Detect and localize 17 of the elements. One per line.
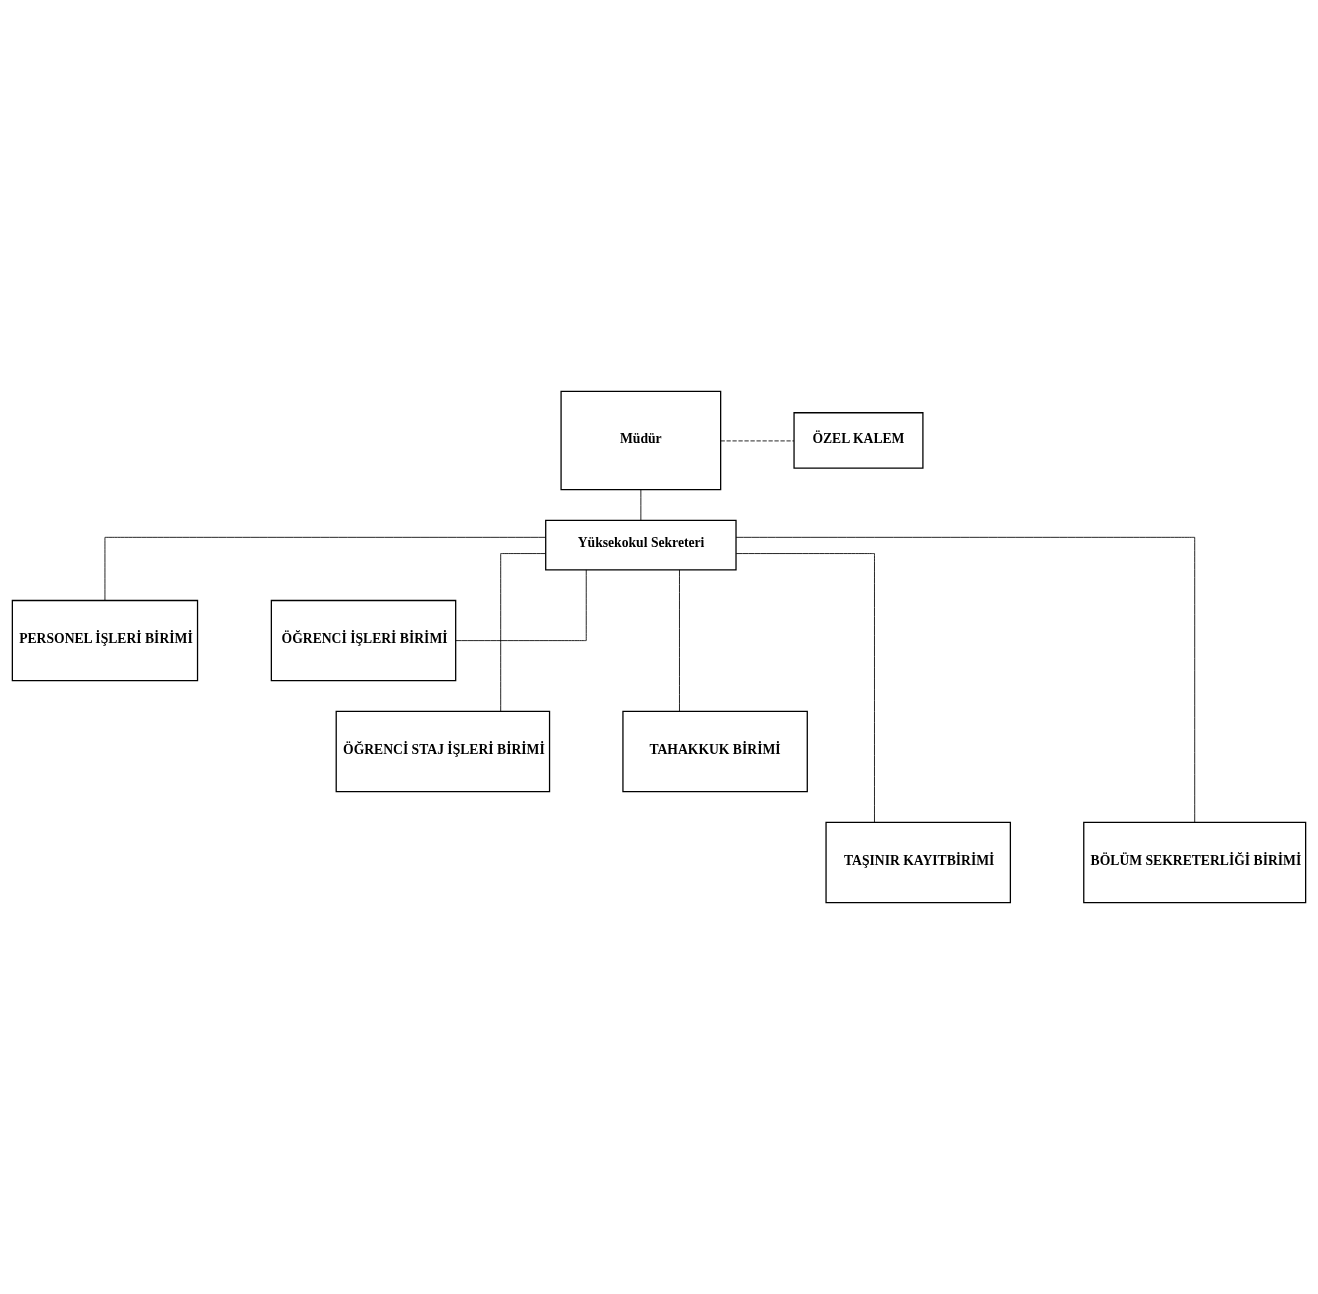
node-box: BÖLÜM SEKRETERLİĞİ BİRİMİ (1083, 821, 1307, 904)
connector (735, 536, 1196, 823)
node-box: ÖĞRENCİ İŞLERİ BİRİMİ (270, 599, 457, 682)
node-box: PERSONEL İŞLERİ BİRİMİ (11, 599, 199, 682)
connector (455, 569, 587, 642)
node-box: Yüksekokul Sekreteri (545, 519, 737, 571)
connector (720, 440, 795, 442)
node-box: TAŞINIR KAYITBİRİMİ (825, 821, 1011, 904)
node-box: ÖZEL KALEM (793, 412, 924, 469)
node-box: ÖĞRENCİ STAJ İŞLERİ BİRİMİ (335, 710, 551, 793)
node-box: Müdür (560, 390, 722, 491)
connector (500, 553, 546, 712)
connector (104, 536, 547, 601)
node-box: TAHAKKUK BİRİMİ (622, 710, 808, 793)
connector (735, 553, 875, 823)
connector (640, 489, 642, 521)
connector (679, 569, 680, 712)
